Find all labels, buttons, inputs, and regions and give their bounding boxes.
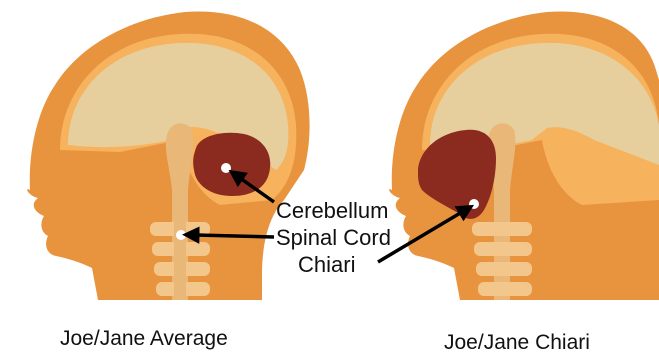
right-head-chiari	[389, 11, 659, 300]
right-caption: Joe/Jane Chiari	[444, 331, 590, 354]
left-head-average	[27, 11, 309, 300]
chiari-label: Chiari	[298, 252, 355, 277]
left-spinal-cord	[174, 190, 186, 300]
left-caption: Joe/Jane Average	[60, 327, 228, 350]
spinal-cord-label: Spinal Cord	[276, 225, 391, 250]
left-spinal-cord-marker	[176, 230, 186, 240]
cerebellum-label: Cerebellum	[276, 198, 389, 223]
left-cerebellum-marker	[221, 163, 231, 173]
left-cerebellum	[193, 133, 270, 196]
spinal-cord-arrow	[196, 235, 274, 237]
right-chiari-marker	[469, 199, 479, 209]
